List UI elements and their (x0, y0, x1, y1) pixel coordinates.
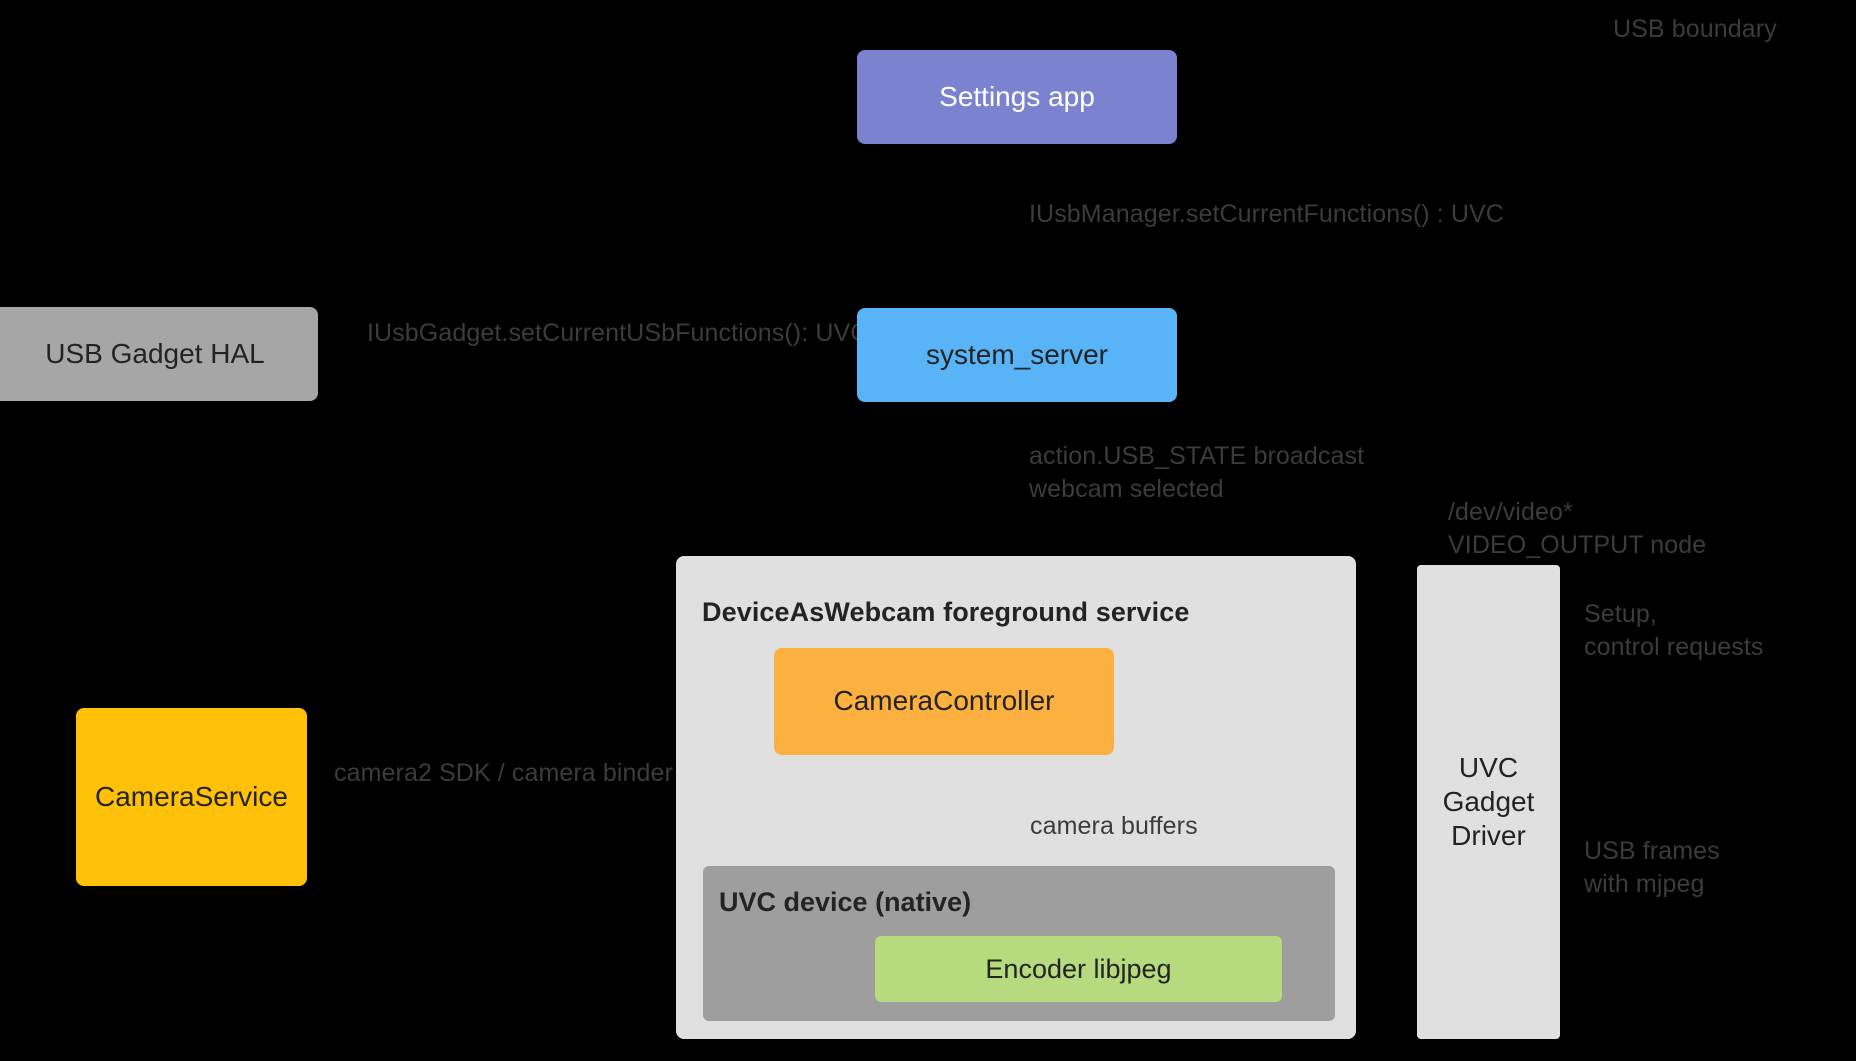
label-dev-video-node: /dev/video* VIDEO_OUTPUT node (1448, 498, 1707, 559)
deviceaswebcam-service-title: DeviceAsWebcam foreground service (702, 597, 1190, 627)
label-usb-boundary: USB boundary (1613, 15, 1777, 43)
node-camera-controller[interactable]: CameraController (774, 648, 1114, 755)
node-uvc-gadget-driver[interactable]: UVC Gadget Driver (1417, 565, 1560, 1039)
label-iusbmanager-setcurrentfunctions: IUsbManager.setCurrentFunctions() : UVC (1029, 200, 1504, 228)
label-camera-buffers: camera buffers (1030, 812, 1198, 840)
label-usb-frames-mjpeg: USB frames with mjpeg (1584, 837, 1720, 898)
node-settings-app[interactable]: Settings app (857, 50, 1177, 144)
node-encoder-libjpeg[interactable]: Encoder libjpeg (875, 936, 1282, 1002)
node-usb-gadget-hal[interactable]: USB Gadget HAL (0, 307, 318, 401)
label-usb-state-broadcast: action.USB_STATE broadcast webcam select… (1029, 442, 1365, 503)
label-camera2-sdk-binder: camera2 SDK / camera binder (334, 759, 673, 787)
node-system-server[interactable]: system_server (857, 308, 1177, 402)
label-iusbgadget-setcurrentusbfunctions: IUsbGadget.setCurrentUSbFunctions(): UVC (367, 319, 869, 347)
label-setup-control-requests: Setup, control requests (1584, 600, 1764, 661)
uvc-device-native-title: UVC device (native) (719, 887, 972, 917)
node-camera-service[interactable]: CameraService (76, 708, 307, 886)
